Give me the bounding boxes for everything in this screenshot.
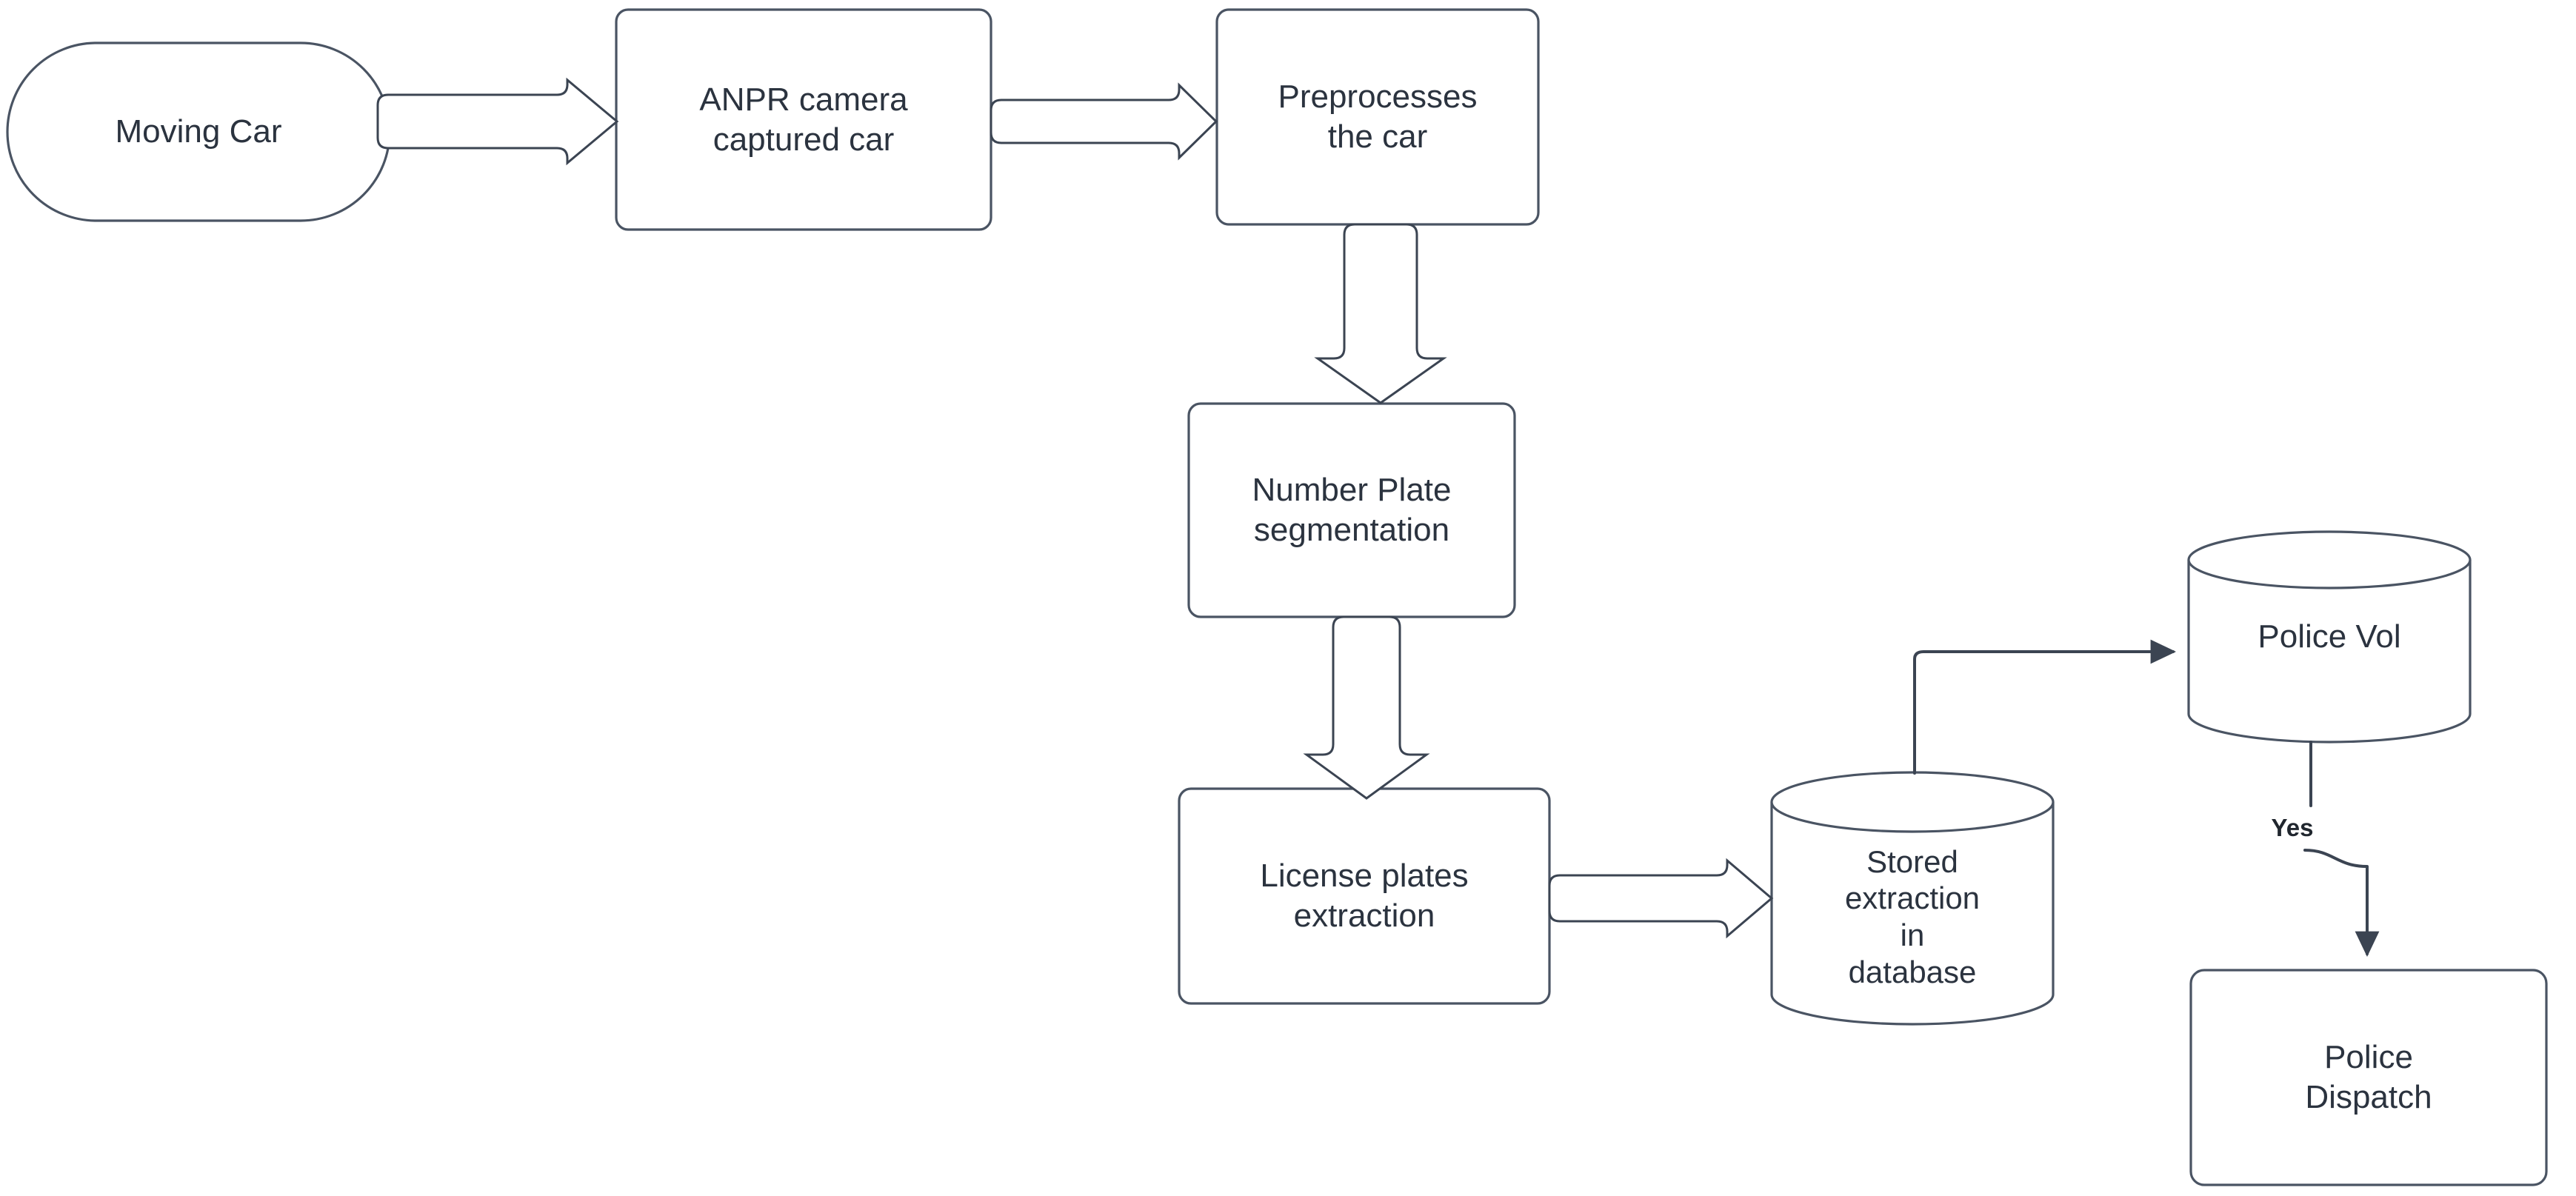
number-plate-segmentation-shape	[1187, 402, 1516, 618]
block-arrow-down-2	[1303, 615, 1430, 800]
edge-moving-car-to-anpr	[376, 77, 619, 166]
block-arrow-right-1	[376, 77, 619, 166]
node-police-dispatch[interactable]	[2189, 969, 2548, 1186]
edge-license-extraction-to-db	[1548, 858, 1774, 939]
node-anpr-camera[interactable]	[615, 8, 992, 231]
node-moving-car[interactable]	[6, 41, 391, 222]
police-vol-body	[2187, 560, 2472, 744]
node-preprocesses[interactable]	[1215, 8, 1540, 226]
node-license-plates-extraction[interactable]	[1178, 787, 1551, 1005]
connector-db-to-police-vol	[1913, 639, 2177, 775]
block-arrow-right-2	[990, 82, 1218, 161]
anpr-camera-shape	[615, 8, 992, 231]
edge-police-vol-to-dispatch	[2303, 741, 2380, 958]
stored-extraction-db-body	[1770, 802, 2055, 1026]
police-dispatch-shape	[2189, 969, 2548, 1186]
connector-yes-lower	[2303, 849, 2380, 958]
block-arrow-right-3	[1548, 858, 1774, 939]
edge-anpr-to-preprocesses	[990, 82, 1218, 161]
license-plates-extraction-shape	[1178, 787, 1551, 1005]
preprocesses-shape	[1215, 8, 1540, 226]
node-police-vol[interactable]	[2187, 530, 2472, 744]
edge-preprocesses-to-segmentation	[1314, 223, 1447, 404]
moving-car-shape	[6, 41, 391, 222]
node-number-plate-segmentation[interactable]	[1187, 402, 1516, 618]
edge-segmentation-to-license-extraction	[1303, 615, 1430, 800]
stored-extraction-db-top	[1770, 771, 2055, 833]
block-arrow-down-1	[1314, 223, 1447, 404]
node-stored-extraction-db[interactable]	[1770, 771, 2055, 1026]
edge-db-to-police-vol	[1913, 639, 2177, 775]
police-vol-top	[2187, 530, 2472, 589]
